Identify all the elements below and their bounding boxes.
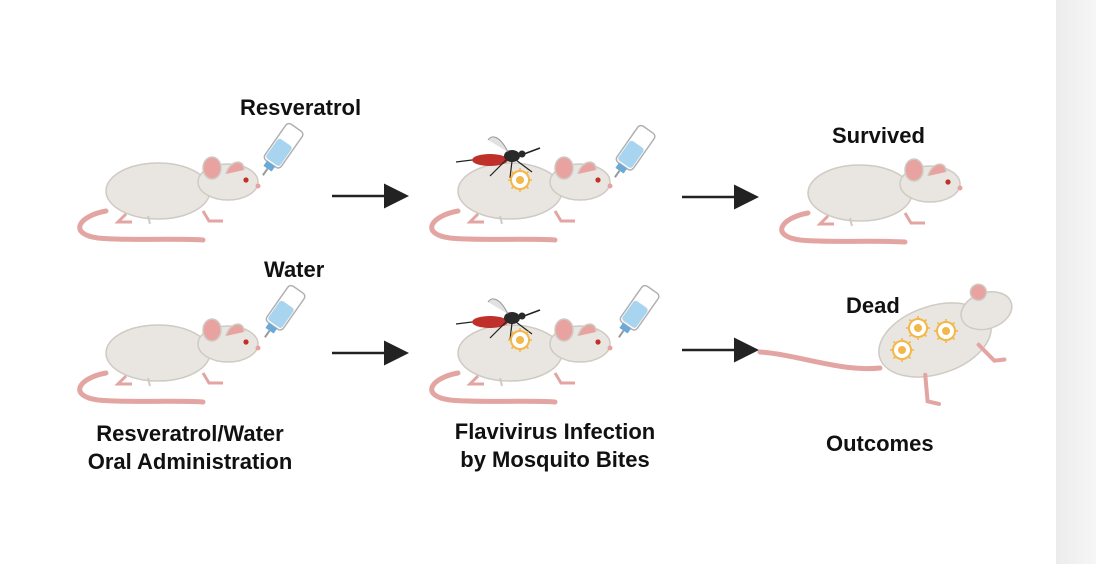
stage-1-line-1: Resveratrol/Water xyxy=(96,421,284,446)
side-strip xyxy=(1056,0,1096,564)
resveratrol-label: Resveratrol xyxy=(240,95,362,120)
stage-2-caption: Flavivirus Infection by Mosquito Bites xyxy=(430,418,680,474)
water-bottle-icon xyxy=(609,283,662,344)
virus-icon xyxy=(507,167,533,193)
mouse-icon xyxy=(432,157,613,240)
water-bottle-icon xyxy=(253,121,306,182)
dead-label: Dead xyxy=(846,293,900,318)
stage-2-line-1: Flavivirus Infection xyxy=(454,419,656,444)
mouse-icon xyxy=(80,319,261,402)
virus-icon xyxy=(507,327,533,353)
virus-icon xyxy=(905,315,931,341)
mouse-icon xyxy=(782,159,963,242)
mouse-icon xyxy=(80,157,261,240)
stage-1-line-2: Oral Administration xyxy=(87,449,293,474)
stage-3-caption: Outcomes xyxy=(826,431,934,456)
stage-1-caption: Resveratrol/Water Oral Administration xyxy=(70,420,310,476)
water-bottle-icon xyxy=(605,123,658,184)
survived-label: Survived xyxy=(832,123,925,148)
stage-2-line-2: by Mosquito Bites xyxy=(460,447,650,472)
virus-icon xyxy=(933,318,959,344)
water-bottle-icon xyxy=(255,283,308,344)
water-label: Water xyxy=(264,257,325,282)
virus-icon xyxy=(889,337,915,363)
